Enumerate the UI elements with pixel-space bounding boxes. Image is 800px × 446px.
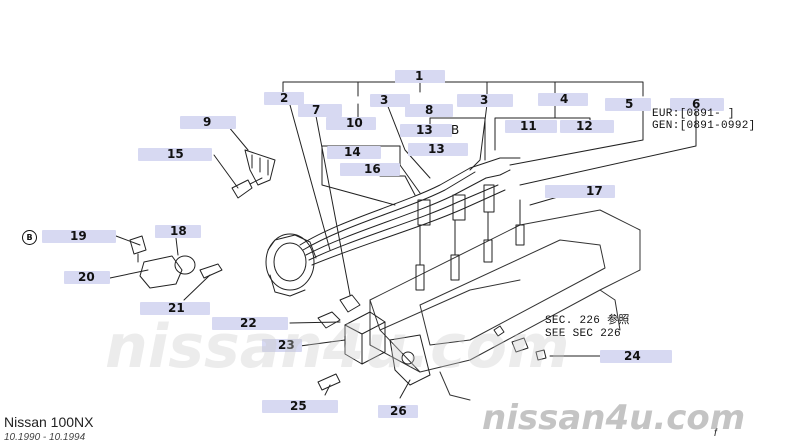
callout-number: 8 — [425, 103, 434, 117]
callout-box[interactable] — [560, 120, 614, 133]
callout-box[interactable] — [262, 339, 302, 352]
ignition-coil — [317, 294, 386, 365]
callout-number: 22 — [240, 316, 257, 330]
callout-box[interactable] — [64, 271, 110, 284]
callout-number: 21 — [168, 301, 185, 315]
callout-number: 23 — [278, 338, 295, 352]
callout-number: 11 — [520, 119, 537, 133]
callout-box[interactable] — [378, 405, 418, 418]
callout-number: 1 — [415, 69, 424, 83]
callout-box[interactable] — [600, 350, 672, 363]
watermark-main: nissan4u.com — [105, 312, 570, 382]
callout-box[interactable] — [212, 317, 288, 330]
bolt-15 — [231, 177, 263, 199]
callout-number: 15 — [167, 147, 184, 161]
callout-number: 17 — [586, 184, 603, 198]
callout-number: 2 — [280, 91, 289, 105]
callout-number: 3 — [480, 93, 489, 107]
callout-number: 3 — [380, 93, 389, 107]
footer-page-mark: f — [714, 428, 717, 439]
callout-number: 9 — [203, 115, 212, 129]
callout-number: 20 — [78, 270, 95, 284]
callout-box[interactable] — [395, 70, 445, 83]
sec-226-jp-note: SEC. 226 参照 — [545, 315, 630, 327]
callout-box[interactable] — [327, 146, 381, 159]
callout-number: 7 — [312, 103, 321, 117]
distributor-cap — [265, 233, 317, 297]
callout-box[interactable] — [370, 94, 410, 107]
callout-number: 14 — [344, 145, 361, 159]
callout-number: 24 — [624, 349, 641, 363]
callout-number: 26 — [390, 404, 407, 418]
callout-box[interactable] — [140, 302, 210, 315]
spark-plug-wires — [299, 157, 521, 266]
callout-number: 25 — [290, 399, 307, 413]
callout-box[interactable] — [262, 400, 338, 413]
wire-bracket — [244, 149, 276, 186]
callout-number: 5 — [625, 97, 634, 111]
callout-box[interactable] — [42, 230, 116, 243]
callout-number: 13 — [416, 123, 433, 137]
sec-226-en-note: SEE SEC 226 — [545, 328, 621, 340]
spark-plugs — [415, 184, 525, 291]
callout-box[interactable] — [670, 98, 724, 111]
misc-parts — [317, 325, 547, 391]
crank-sensor-group — [129, 235, 223, 289]
callout-box[interactable] — [457, 94, 513, 107]
callout-box[interactable] — [326, 117, 376, 130]
callout-leader-lines — [109, 81, 697, 399]
callout-number: 10 — [346, 116, 363, 130]
circled-marker-icon: B — [22, 230, 37, 245]
callout-number: 19 — [70, 229, 87, 243]
eur-code-label: EUR:[0891- ] — [652, 108, 735, 120]
footer-model: Nissan 100NX — [4, 414, 94, 430]
callout-box[interactable] — [298, 104, 342, 117]
callout-number: 4 — [560, 92, 569, 106]
b-marker-label: B — [451, 123, 460, 137]
callout-number: 18 — [170, 224, 187, 238]
engine-block — [369, 209, 641, 401]
callout-box[interactable] — [538, 93, 588, 106]
callout-number: 16 — [364, 162, 381, 176]
callout-box[interactable] — [180, 116, 236, 129]
callout-box[interactable] — [264, 92, 304, 105]
callout-number: 12 — [576, 119, 593, 133]
callout-box[interactable] — [505, 120, 557, 133]
callout-box[interactable] — [605, 98, 651, 111]
callout-number: 13 — [428, 142, 445, 156]
watermark-corner: nissan4u.com — [482, 398, 746, 438]
callout-number: 6 — [692, 97, 701, 111]
callout-box[interactable] — [155, 225, 201, 238]
callout-box[interactable] — [138, 148, 212, 161]
gen-code-label: GEN:[0891-0992] — [652, 120, 756, 132]
callout-box[interactable] — [400, 124, 452, 137]
callout-box[interactable] — [408, 143, 468, 156]
callout-box[interactable] — [405, 104, 453, 117]
callout-box[interactable] — [545, 185, 615, 198]
footer-period: 10.1990 - 10.1994 — [4, 432, 86, 443]
callout-box[interactable] — [340, 163, 400, 176]
